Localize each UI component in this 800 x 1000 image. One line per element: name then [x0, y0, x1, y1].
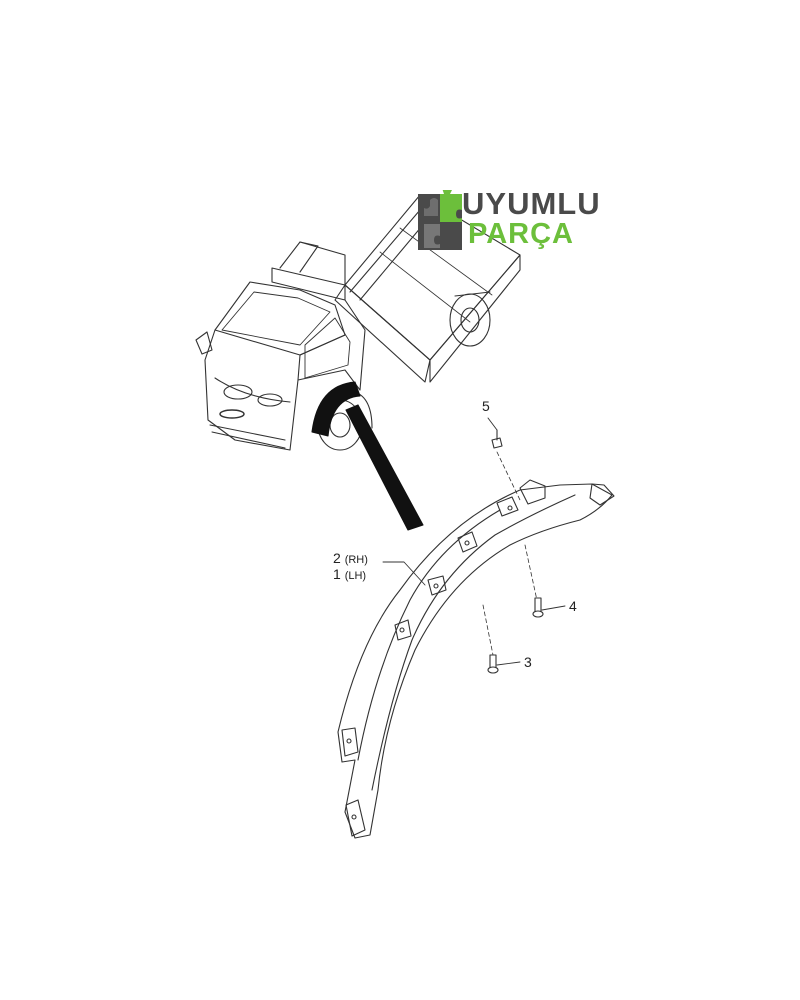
callout-2-side: (RH)	[344, 554, 368, 566]
callout-4-number: 4	[569, 598, 577, 614]
fastener-5	[491, 429, 503, 449]
assembly-lines	[482, 451, 539, 661]
callout-4: 4	[569, 598, 577, 614]
puzzle-icon	[418, 190, 462, 250]
callout-5: 5	[482, 398, 490, 414]
brand-logo: UYUMLU PARÇA	[418, 180, 600, 255]
callout-1: 1 (LH)	[333, 566, 366, 582]
fastener-3	[487, 654, 499, 674]
callout-3-number: 3	[524, 654, 532, 670]
callout-5-number: 5	[482, 398, 490, 414]
fastener-4	[532, 597, 544, 618]
callout-1-number: 1	[333, 566, 341, 582]
callout-wedge	[345, 404, 424, 531]
callout-2-number: 2	[333, 550, 341, 566]
callout-3: 3	[524, 654, 532, 670]
callout-1-side: (LH)	[344, 570, 367, 582]
callout-2: 2 (RH)	[333, 550, 368, 566]
leader-lines	[382, 417, 566, 666]
logo-word-parca: PARÇA	[468, 218, 574, 250]
logo-word-uyumlu: UYUMLU	[462, 186, 601, 221]
wheel-arch-fender	[337, 479, 615, 839]
